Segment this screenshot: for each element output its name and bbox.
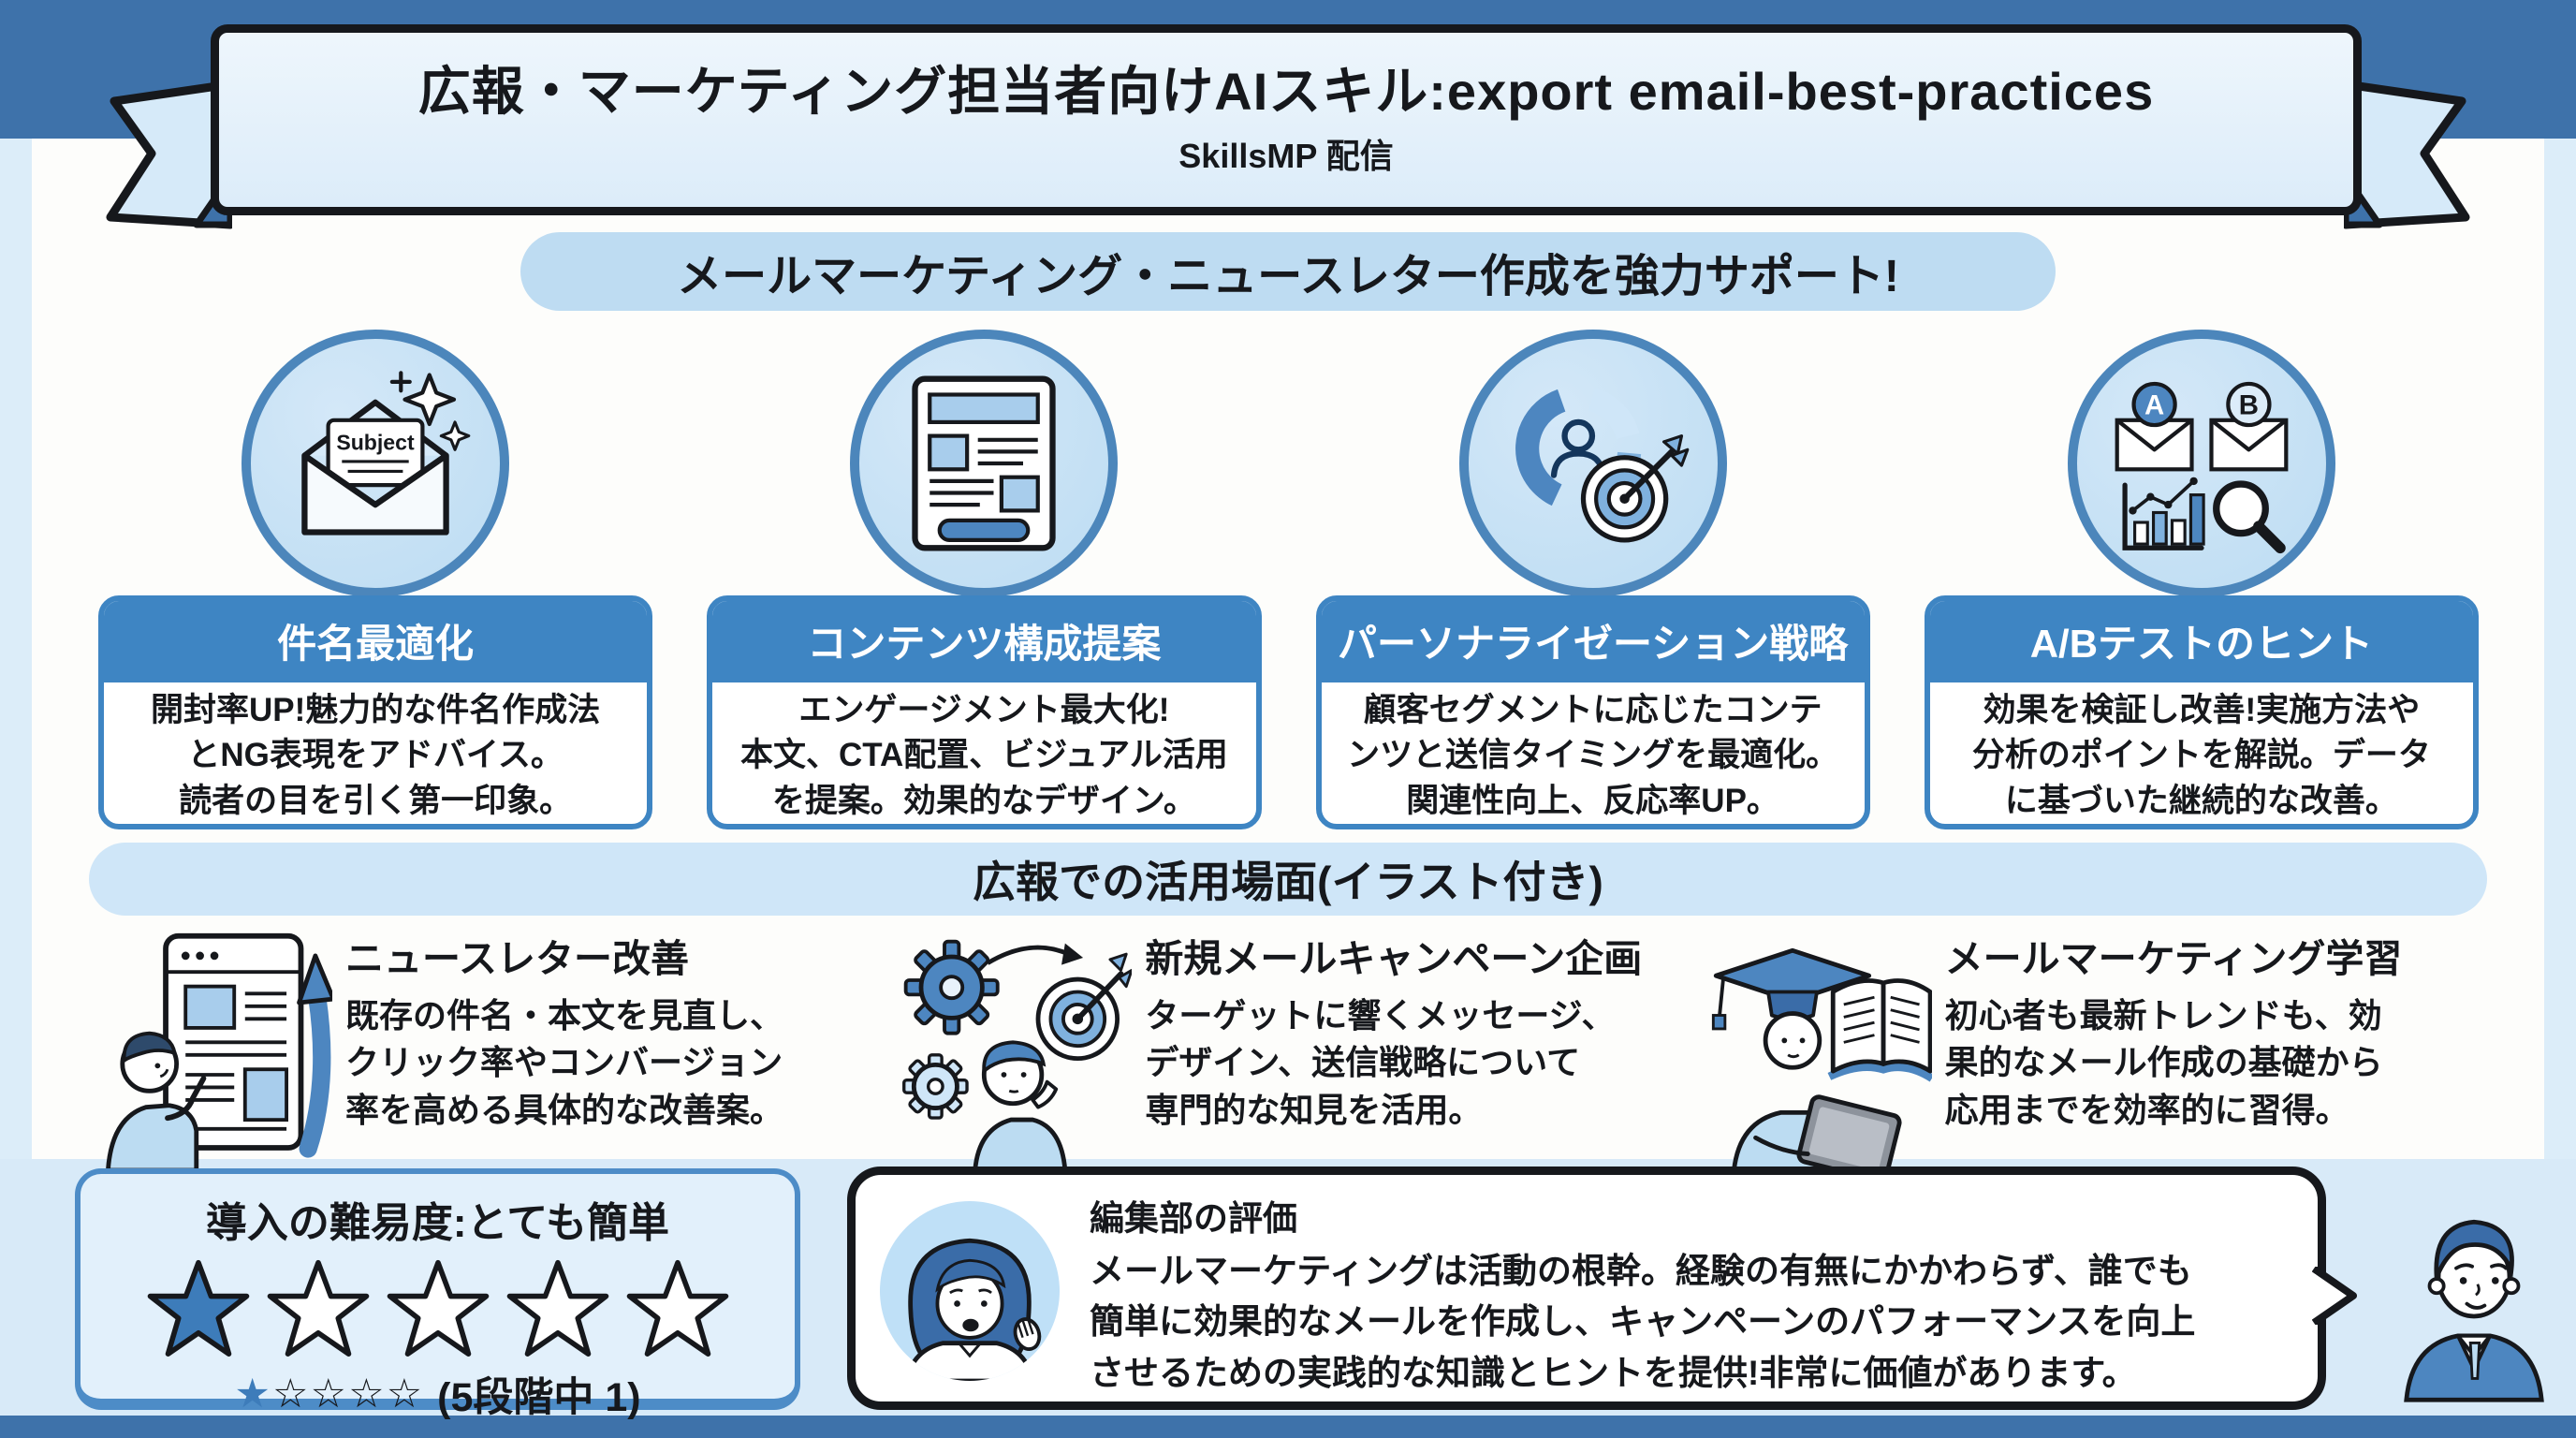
svg-text:B: B	[2239, 390, 2259, 421]
big-star	[506, 1259, 608, 1357]
star-rating	[146, 1258, 730, 1359]
page-subtitle: SkillsMP 配信	[1178, 137, 1394, 176]
support-heading: メールマーケティング・ニュースレター作成を強力サポート!	[677, 252, 1899, 301]
reviewer-illustration	[2404, 1219, 2544, 1402]
editorial-heading: 編集部の評価	[1090, 1199, 1297, 1238]
campaign-planning-illustration	[902, 939, 1133, 1172]
feature-card-abtest: A/Bテストのヒント 効果を検証し改善!実施方法や 分析のポイントを解説。データ…	[1924, 595, 2479, 829]
ab-test-icon: A B	[2067, 330, 2335, 597]
card-title: コンテンツ構成提案	[712, 601, 1256, 682]
feature-icons-row: Subject	[98, 330, 2479, 597]
svg-text:A: A	[2144, 390, 2164, 421]
difficulty-panel: 導入の難易度:とても簡単 ★☆☆☆☆ (5段階中 1)	[75, 1168, 800, 1420]
card-body: 効果を検証し改善!実施方法や 分析のポイントを解説。データ に基づいた継続的な改…	[1971, 692, 2431, 819]
big-star	[267, 1259, 369, 1357]
ribbon-tail-right-icon	[2344, 80, 2470, 229]
usecase-title: ニュースレター改善	[345, 937, 689, 980]
bubble-tail-icon	[2312, 1267, 2357, 1325]
newsletter-layout-icon	[850, 330, 1119, 597]
usecase-body: ターゲットに響くメッセージ、 デザイン、送信戦略について 専門的な知見を活用。	[1145, 996, 1616, 1129]
usecase-campaign-planning: 新規メールキャンペーン企画 ターゲットに響くメッセージ、 デザイン、送信戦略につ…	[898, 925, 1678, 1172]
big-star	[626, 1259, 728, 1357]
svg-text:Subject: Subject	[336, 430, 415, 454]
usecase-title: メールマーケティング学習	[1944, 937, 2403, 980]
page-title: 広報・マーケティング担当者向けAIスキル:export email-best-p…	[417, 61, 2155, 121]
card-body: 開封率UP!魅力的な件名作成法 とNG表現をアドバイス。 読者の目を引く第一印象…	[150, 692, 601, 819]
support-heading-pill: メールマーケティング・ニュースレター作成を強力サポート!	[520, 232, 2056, 311]
big-star	[147, 1259, 249, 1357]
rating-note: (5段階中 1)	[437, 1375, 641, 1420]
use-cases-heading: 広報での活用場面(イラスト付き)	[973, 858, 1603, 906]
feature-card-subject: 件名最適化 開封率UP!魅力的な件名作成法 とNG表現をアドバイス。 読者の目を…	[98, 595, 653, 829]
big-star	[387, 1259, 489, 1357]
bottom-strip	[0, 1416, 2576, 1438]
difficulty-title: 導入の難易度:とても簡単	[205, 1200, 670, 1246]
card-title: パーソナライゼーション戦略	[1321, 601, 1865, 682]
use-cases-row: ニュースレター改善 既存の件名・本文を見直し、 クリック率やコンバージョン 率を…	[98, 925, 2479, 1172]
usecase-newsletter-improvement: ニュースレター改善 既存の件名・本文を見直し、 クリック率やコンバージョン 率を…	[98, 925, 879, 1172]
card-body: エンゲージメント最大化! 本文、CTA配置、ビジュアル活用 を提案。効果的なデザ…	[739, 692, 1228, 819]
card-title: A/Bテストのヒント	[1929, 601, 2473, 682]
mini-star-empty: ☆☆☆☆	[271, 1372, 425, 1416]
editorial-body: メールマーケティングは活動の根幹。経験の有無にかかわらず、誰でも 簡単に効果的な…	[1090, 1252, 2196, 1392]
usecase-body: 初心者も最新トレンドも、効 果的なメール作成の基礎から 応用までを効率的に習得。	[1944, 996, 2383, 1129]
mini-star-rating: ★☆☆☆☆ (5段階中 1)	[234, 1365, 640, 1423]
editor-avatar	[880, 1201, 1060, 1381]
banner-ribbon: 広報・マーケティング担当者向けAIスキル:export email-best-p…	[211, 24, 2362, 215]
use-cases-heading-bar: 広報での活用場面(イラスト付き)	[89, 843, 2487, 916]
newsletter-review-illustration	[105, 932, 332, 1172]
card-title: 件名最適化	[104, 601, 648, 682]
usecase-learning: メールマーケティング学習 初心者も最新トレンドも、効 果的なメール作成の基礎から…	[1698, 925, 2479, 1172]
mini-star-filled: ★	[234, 1372, 272, 1416]
subject-envelope-icon: Subject	[242, 330, 510, 597]
card-body: 顧客セグメントに応じたコンテ ンツと送信タイミングを最適化。 関連性向上、反応率…	[1347, 692, 1839, 819]
feature-card-content: コンテンツ構成提案 エンゲージメント最大化! 本文、CTA配置、ビジュアル活用 …	[707, 595, 1262, 829]
feature-cards-row: 件名最適化 開封率UP!魅力的な件名作成法 とNG表現をアドバイス。 読者の目を…	[98, 595, 2479, 829]
feature-card-personalization: パーソナライゼーション戦略 顧客セグメントに応じたコンテ ンツと送信タイミングを…	[1315, 595, 1870, 829]
segment-target-icon	[1458, 330, 1727, 597]
editorial-bubble: 編集部の評価 メールマーケティングは活動の根幹。経験の有無にかかわらず、誰でも …	[847, 1167, 2357, 1410]
usecase-title: 新規メールキャンペーン企画	[1145, 937, 1643, 980]
learning-illustration	[1711, 947, 1932, 1172]
usecase-body: 既存の件名・本文を見直し、 クリック率やコンバージョン 率を高める具体的な改善案…	[345, 996, 784, 1129]
